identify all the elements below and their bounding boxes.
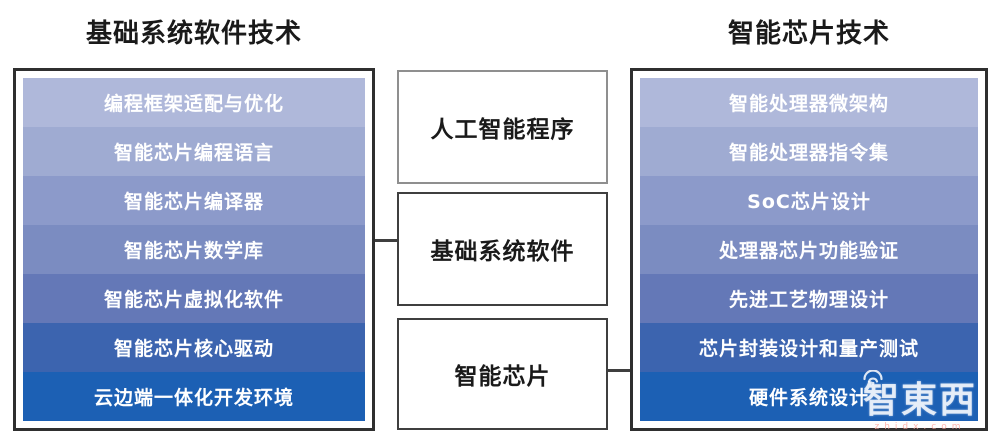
right-stack-item: 智能处理器微架构 xyxy=(640,78,978,127)
connector-left-stack-to-software-box xyxy=(375,239,397,242)
right-stack-item: 处理器芯片功能验证 xyxy=(640,225,978,274)
middle-box-smart-chip: 智能芯片 xyxy=(397,318,608,430)
left-stack-item: 云边端一体化开发环境 xyxy=(23,372,365,421)
right-stack-item: 硬件系统设计 xyxy=(640,372,978,421)
right-stack-item: SoC芯片设计 xyxy=(640,176,978,225)
middle-box-ai-program: 人工智能程序 xyxy=(397,70,608,184)
right-stack-item: 芯片封装设计和量产测试 xyxy=(640,323,978,372)
left-stack-item: 智能芯片数学库 xyxy=(23,225,365,274)
left-stack-item: 编程框架适配与优化 xyxy=(23,78,365,127)
left-stack-item: 智能芯片虚拟化软件 xyxy=(23,274,365,323)
right-stack-title: 智能芯片技术 xyxy=(727,19,890,49)
connector-chip-box-to-right-stack xyxy=(608,369,630,372)
middle-box-basic-system-software: 基础系统软件 xyxy=(397,192,608,306)
left-stack-panel: 编程框架适配与优化 智能芯片编程语言 智能芯片编译器 智能芯片数学库 智能芯片虚… xyxy=(13,68,375,431)
right-stack-item: 先进工艺物理设计 xyxy=(640,274,978,323)
left-stack-title: 基础系统软件技术 xyxy=(85,19,302,49)
left-stack-item: 智能芯片编译器 xyxy=(23,176,365,225)
right-stack-panel: 智能处理器微架构 智能处理器指令集 SoC芯片设计 处理器芯片功能验证 先进工艺… xyxy=(630,68,988,431)
left-stack-item: 智能芯片核心驱动 xyxy=(23,323,365,372)
right-stack-item: 智能处理器指令集 xyxy=(640,127,978,176)
left-stack-item: 智能芯片编程语言 xyxy=(23,127,365,176)
